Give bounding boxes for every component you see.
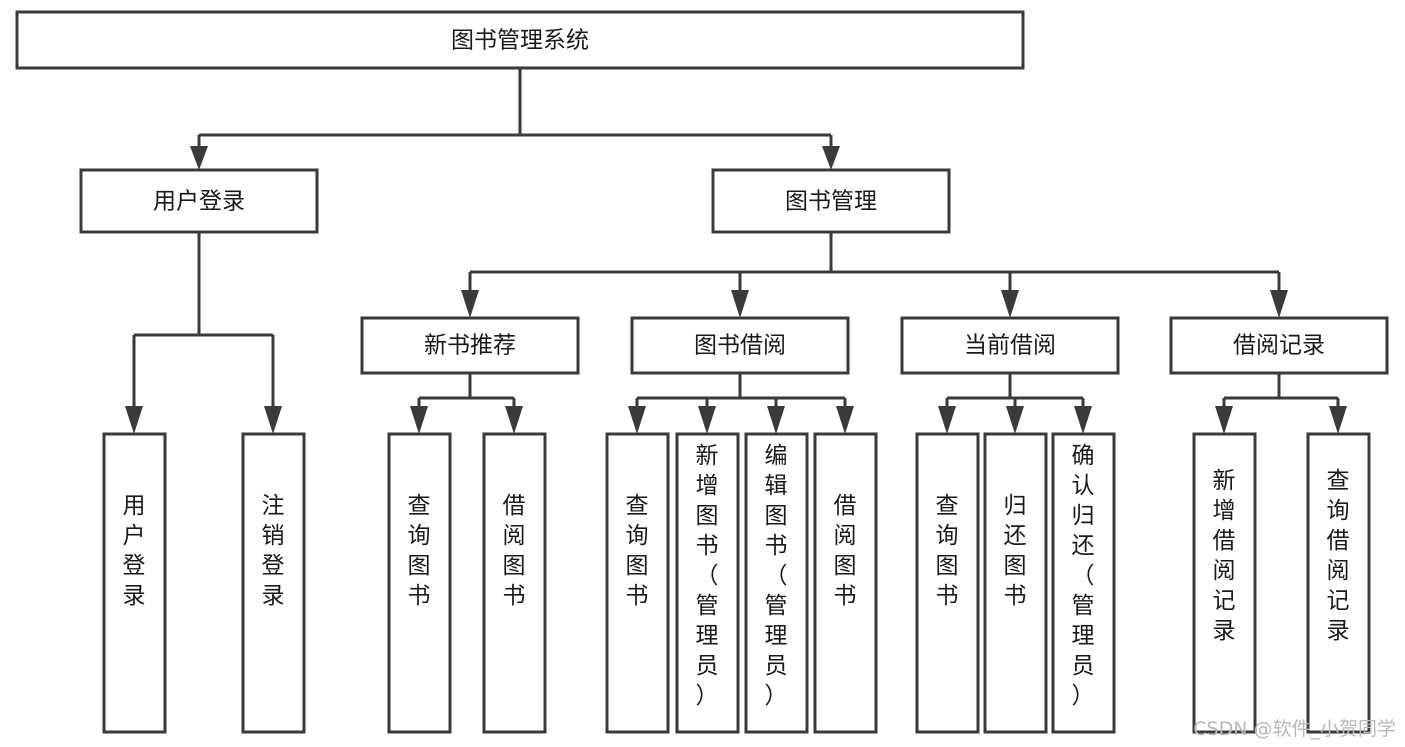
node-leaf-query-book-1[interactable]: 查询图书 [387, 432, 452, 734]
arrowhead-borrow-record [1270, 290, 1288, 318]
connector-layer [125, 68, 1347, 434]
node-leaf-borrow-book-2-box[interactable] [813, 432, 878, 734]
arrowhead-leaf-query-book-1 [410, 406, 428, 434]
node-leaf-add-record-label: 新增借阅记录 [1213, 468, 1236, 644]
node-user-login-label: 用户登录 [153, 189, 245, 215]
node-leaf-edit-book-box[interactable] [744, 432, 809, 734]
node-new-book-recommend[interactable]: 新书推荐 [360, 316, 580, 375]
node-leaf-borrow-book-2-label: 借阅图书 [834, 493, 857, 609]
node-user-login-box[interactable] [79, 168, 319, 234]
node-leaf-edit-book[interactable]: 编辑图书（管理员） [744, 432, 809, 734]
node-leaf-user-login[interactable]: 用户登录 [102, 432, 167, 734]
arrowhead-leaf-user-login [125, 406, 143, 434]
node-current-borrow-label: 当前借阅 [964, 333, 1056, 359]
node-user-login[interactable]: 用户登录 [79, 168, 319, 234]
arrowhead-leaf-query-record [1329, 406, 1347, 434]
node-leaf-add-record[interactable]: 新增借阅记录 [1192, 432, 1257, 734]
node-leaf-return-book-label: 归还图书 [1004, 493, 1027, 609]
arrowhead-leaf-return-book [1006, 406, 1024, 434]
node-borrow-record-box[interactable] [1169, 316, 1389, 375]
node-leaf-borrow-book-1-box[interactable] [482, 432, 547, 734]
node-leaf-query-book-2[interactable]: 查询图书 [605, 432, 670, 734]
arrowhead-current-borrow [1001, 290, 1019, 318]
node-new-book-recommend-label: 新书推荐 [424, 333, 516, 359]
node-leaf-query-book-3-label: 查询图书 [936, 493, 959, 609]
arrowhead-book-borrow [731, 290, 749, 318]
node-leaf-query-book-1-label: 查询图书 [408, 493, 431, 609]
arrowhead-leaf-borrow-book-1 [505, 406, 523, 434]
arrowhead-leaf-query-book-3 [938, 406, 956, 434]
node-root-label: 图书管理系统 [451, 28, 589, 54]
node-leaf-query-book-3-box[interactable] [915, 432, 980, 734]
arrowhead-leaf-logout-login [264, 406, 282, 434]
arrowhead-new-book-recommend [461, 290, 479, 318]
node-leaf-return-book[interactable]: 归还图书 [983, 432, 1048, 734]
arrowhead-user-login [190, 146, 208, 170]
node-leaf-edit-book-label: 编辑图书（管理员） [765, 443, 788, 709]
node-leaf-confirm-return[interactable]: 确认归还（管理员） [1051, 432, 1116, 734]
arrowhead-leaf-borrow-book-2 [836, 406, 854, 434]
node-book-borrow-box[interactable] [630, 316, 850, 375]
arrowhead-leaf-add-record [1215, 406, 1233, 434]
node-new-book-recommend-box[interactable] [360, 316, 580, 375]
node-current-borrow-box[interactable] [900, 316, 1120, 375]
node-leaf-user-login-label: 用户登录 [123, 493, 146, 609]
node-book-management-label: 图书管理 [785, 189, 877, 215]
arrowhead-leaf-add-book [698, 406, 716, 434]
node-leaf-logout-login-label: 注销登录 [262, 493, 285, 609]
node-root-box[interactable] [15, 10, 1025, 70]
node-leaf-query-record-box[interactable] [1306, 432, 1371, 734]
arrowhead-leaf-confirm-return [1074, 406, 1092, 434]
arrowhead-leaf-edit-book [767, 406, 785, 434]
node-book-borrow[interactable]: 图书借阅 [630, 316, 850, 375]
node-borrow-record[interactable]: 借阅记录 [1169, 316, 1389, 375]
node-leaf-query-book-2-label: 查询图书 [626, 493, 649, 609]
node-leaf-query-record[interactable]: 查询借阅记录 [1306, 432, 1371, 734]
node-leaf-query-record-label: 查询借阅记录 [1327, 468, 1350, 644]
node-leaf-logout-login-box[interactable] [241, 432, 306, 734]
node-leaf-borrow-book-1-label: 借阅图书 [503, 493, 526, 609]
node-leaf-add-record-box[interactable] [1192, 432, 1257, 734]
node-leaf-user-login-box[interactable] [102, 432, 167, 734]
node-leaf-confirm-return-label: 确认归还（管理员） [1072, 443, 1095, 709]
node-current-borrow[interactable]: 当前借阅 [900, 316, 1120, 375]
node-leaf-query-book-2-box[interactable] [605, 432, 670, 734]
watermark-label: CSDN @软件_小贺同学 [1193, 718, 1396, 740]
node-leaf-query-book-1-box[interactable] [387, 432, 452, 734]
node-book-management-box[interactable] [711, 168, 951, 234]
node-borrow-record-label: 借阅记录 [1233, 333, 1325, 359]
node-leaf-logout-login[interactable]: 注销登录 [241, 432, 306, 734]
node-leaf-borrow-book-1[interactable]: 借阅图书 [482, 432, 547, 734]
node-book-management[interactable]: 图书管理 [711, 168, 951, 234]
node-book-borrow-label: 图书借阅 [694, 333, 786, 359]
node-leaf-borrow-book-2[interactable]: 借阅图书 [813, 432, 878, 734]
arrowhead-leaf-query-book-2 [628, 406, 646, 434]
node-leaf-add-book-box[interactable] [675, 432, 740, 734]
node-root[interactable]: 图书管理系统 [15, 10, 1025, 70]
node-leaf-return-book-box[interactable] [983, 432, 1048, 734]
node-leaf-add-book-label: 新增图书（管理员） [696, 443, 719, 709]
node-leaf-confirm-return-box[interactable] [1051, 432, 1116, 734]
node-leaf-query-book-3[interactable]: 查询图书 [915, 432, 980, 734]
arrowhead-book-management [822, 146, 840, 170]
node-leaf-add-book[interactable]: 新增图书（管理员） [675, 432, 740, 734]
